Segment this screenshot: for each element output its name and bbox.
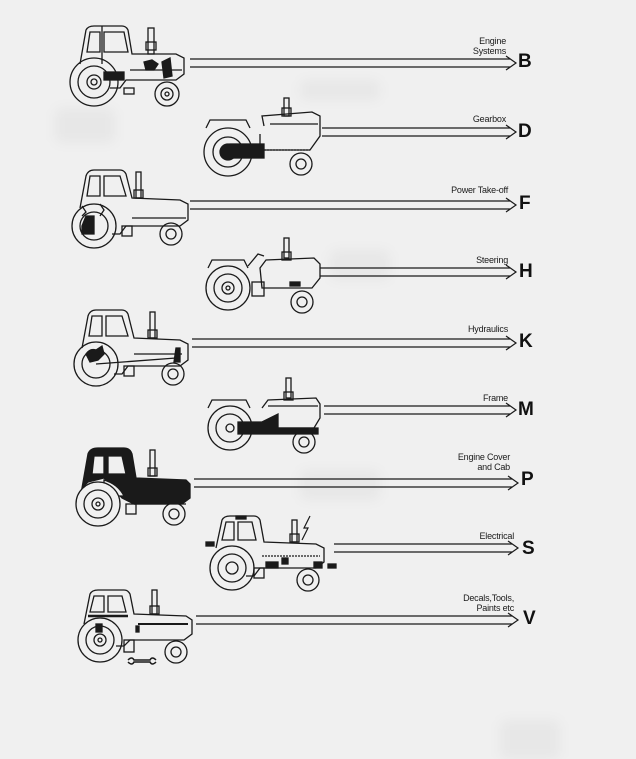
tractor-cab-cover-icon xyxy=(74,447,196,530)
scan-smudge xyxy=(500,720,560,759)
tractor-gearbox-icon xyxy=(200,97,328,178)
section-label: Gearbox xyxy=(472,114,506,124)
section-label: Electrical xyxy=(479,531,514,541)
section-label: Steering xyxy=(476,255,508,265)
section-letter[interactable]: B xyxy=(518,51,532,72)
section-letter[interactable]: M xyxy=(518,399,534,420)
tractor-pto-icon xyxy=(70,168,192,252)
section-arrow xyxy=(190,197,518,213)
tractor-tools-icon xyxy=(76,588,198,668)
section-arrow xyxy=(194,475,520,491)
tractor-frame-icon xyxy=(206,377,326,456)
tractor-engine-icon xyxy=(66,24,188,108)
section-label: Hydraulics xyxy=(467,324,508,334)
section-arrow xyxy=(196,612,520,628)
tractor-electrical-icon xyxy=(205,512,338,596)
section-label: Engine Cover and Cab xyxy=(457,452,510,472)
section-arrow xyxy=(192,335,518,351)
section-letter[interactable]: V xyxy=(523,608,536,629)
section-letter[interactable]: S xyxy=(522,538,535,559)
section-arrow xyxy=(320,264,518,280)
section-label: Decals,Tools, Paints etc xyxy=(463,593,514,613)
scan-smudge xyxy=(55,108,115,143)
section-letter[interactable]: D xyxy=(518,121,532,142)
section-arrow xyxy=(190,55,518,71)
section-arrow xyxy=(334,540,520,556)
tractor-steering-icon xyxy=(204,237,324,316)
tractor-hydraulics-icon xyxy=(72,308,194,390)
section-arrow xyxy=(324,402,518,418)
section-letter[interactable]: P xyxy=(521,469,534,490)
section-label: Engine Systems xyxy=(472,36,506,56)
section-letter[interactable]: F xyxy=(519,193,531,214)
section-label: Frame xyxy=(482,393,508,403)
section-letter[interactable]: H xyxy=(519,261,533,282)
section-label: Power Take-off xyxy=(451,185,508,195)
scan-smudge xyxy=(300,80,380,100)
section-letter[interactable]: K xyxy=(519,331,533,352)
section-arrow xyxy=(322,124,518,140)
